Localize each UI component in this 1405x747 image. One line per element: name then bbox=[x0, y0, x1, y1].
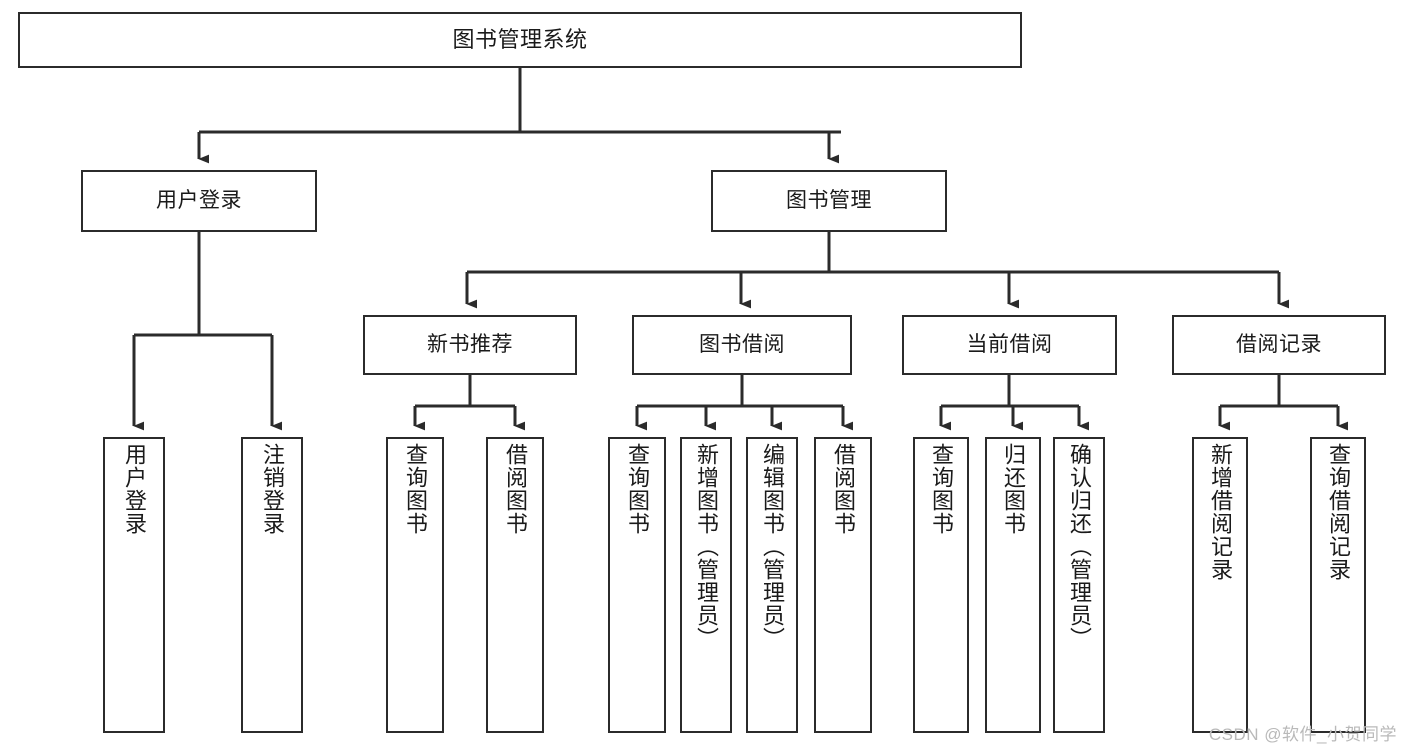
leaf-current-confirm-return-admin-label: 确认归还（管理员） bbox=[1067, 443, 1092, 650]
node-borrow-records-label: 借阅记录 bbox=[1236, 332, 1322, 356]
leaf-current-query-book-label: 查询图书 bbox=[929, 443, 954, 535]
leaf-user-login[interactable]: 用户登录 bbox=[103, 437, 165, 733]
leaf-borrow-add-book-admin-label: 新增图书（管理员） bbox=[694, 443, 719, 650]
leaf-current-return-book-label: 归还图书 bbox=[1001, 443, 1026, 535]
node-book-borrow[interactable]: 图书借阅 bbox=[632, 315, 852, 375]
leaf-borrow-add-book-admin[interactable]: 新增图书（管理员） bbox=[680, 437, 732, 733]
leaf-borrow-query-book-label: 查询图书 bbox=[625, 443, 650, 535]
edge-current-to-leaves bbox=[939, 375, 1090, 431]
leaf-newbook-borrow-book[interactable]: 借阅图书 bbox=[486, 437, 544, 733]
edge-newbook-to-leaves bbox=[413, 375, 526, 431]
leaf-user-login-label: 用户登录 bbox=[122, 443, 147, 535]
leaf-user-logout[interactable]: 注销登录 bbox=[241, 437, 303, 733]
node-current-borrow-label: 当前借阅 bbox=[966, 332, 1053, 356]
node-root[interactable]: 图书管理系统 bbox=[18, 12, 1022, 68]
node-book-management-label: 图书管理 bbox=[786, 188, 872, 212]
edge-bookmgmt-to-level3 bbox=[465, 232, 1290, 309]
node-new-book-recommend-label: 新书推荐 bbox=[427, 332, 513, 356]
leaf-records-query-record[interactable]: 查询借阅记录 bbox=[1310, 437, 1366, 733]
csdn-watermark: CSDN @软件_小贺同学 bbox=[1208, 725, 1397, 744]
edge-root-to-level2 bbox=[197, 68, 841, 164]
node-current-borrow[interactable]: 当前借阅 bbox=[902, 315, 1117, 375]
node-root-label: 图书管理系统 bbox=[452, 27, 588, 53]
node-user-login-label: 用户登录 bbox=[156, 188, 242, 212]
leaf-borrow-edit-book-admin[interactable]: 编辑图书（管理员） bbox=[746, 437, 798, 733]
node-book-borrow-label: 图书借阅 bbox=[699, 332, 785, 356]
node-user-login[interactable]: 用户登录 bbox=[81, 170, 317, 232]
edge-records-to-leaves bbox=[1218, 375, 1349, 431]
leaf-borrow-borrow-book-label: 借阅图书 bbox=[831, 443, 856, 535]
node-book-management[interactable]: 图书管理 bbox=[711, 170, 947, 232]
leaf-current-confirm-return-admin[interactable]: 确认归还（管理员） bbox=[1053, 437, 1105, 733]
node-borrow-records[interactable]: 借阅记录 bbox=[1172, 315, 1386, 375]
leaf-records-add-record-label: 新增借阅记录 bbox=[1208, 443, 1233, 581]
leaf-newbook-query-book-label: 查询图书 bbox=[403, 443, 428, 535]
leaf-newbook-query-book[interactable]: 查询图书 bbox=[386, 437, 444, 733]
leaf-borrow-borrow-book[interactable]: 借阅图书 bbox=[814, 437, 872, 733]
leaf-current-query-book[interactable]: 查询图书 bbox=[913, 437, 969, 733]
leaf-user-logout-label: 注销登录 bbox=[260, 443, 285, 535]
edge-borrow-to-leaves bbox=[635, 375, 854, 431]
leaf-records-add-record[interactable]: 新增借阅记录 bbox=[1192, 437, 1248, 733]
leaf-borrow-query-book[interactable]: 查询图书 bbox=[608, 437, 666, 733]
node-new-book-recommend[interactable]: 新书推荐 bbox=[363, 315, 577, 375]
leaf-borrow-edit-book-admin-label: 编辑图书（管理员） bbox=[760, 443, 785, 650]
leaf-newbook-borrow-book-label: 借阅图书 bbox=[503, 443, 528, 535]
leaf-current-return-book[interactable]: 归还图书 bbox=[985, 437, 1041, 733]
leaf-records-query-record-label: 查询借阅记录 bbox=[1326, 443, 1351, 581]
edge-login-to-leaves bbox=[132, 232, 283, 431]
